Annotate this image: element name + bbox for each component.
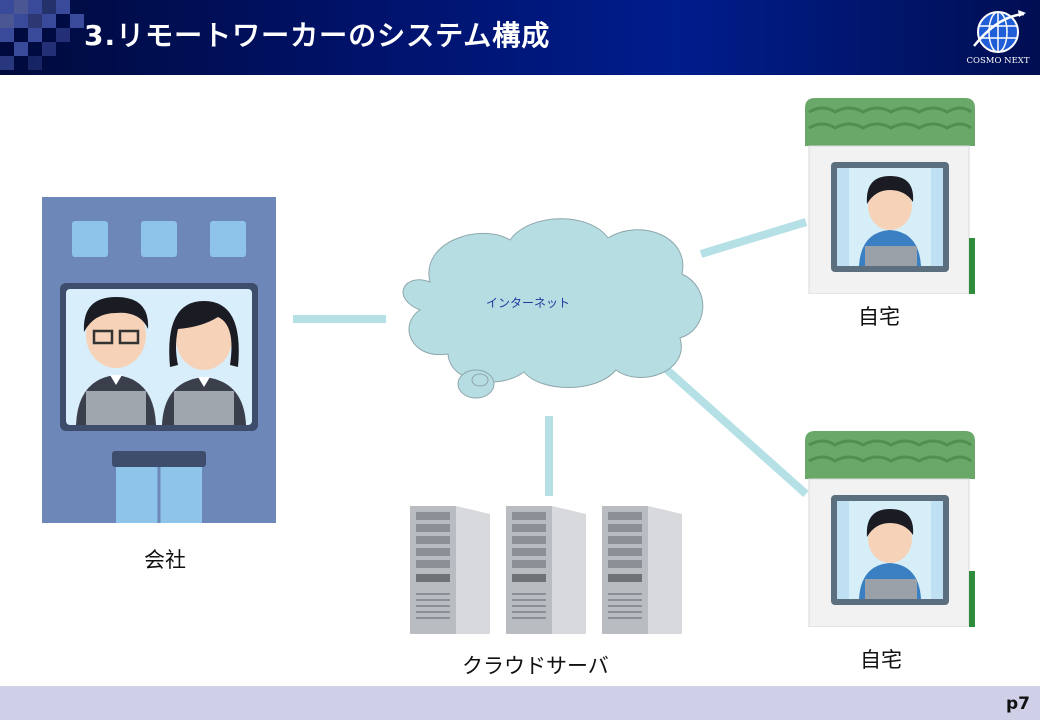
internet-label: インターネット — [486, 296, 571, 310]
home-bottom-label: 自宅 — [860, 648, 902, 672]
logo-text: COSMO NEXT — [966, 56, 1030, 66]
server-2 — [506, 506, 586, 634]
header-bar: 3.リモートワーカーのシステム構成 — [0, 0, 1040, 75]
server-3 — [602, 506, 682, 634]
server-rack-icons — [410, 506, 682, 634]
office-label: 会社 — [144, 548, 186, 572]
line-internet-home-top — [699, 218, 808, 258]
cloud-icon — [402, 218, 704, 399]
home-worker-icon-top — [805, 98, 975, 294]
office-building-icon — [42, 197, 276, 523]
globe-icon — [973, 10, 1026, 53]
page-number: p7 — [1006, 694, 1030, 714]
checker-pattern — [0, 0, 84, 70]
home-top-label: 自宅 — [858, 305, 900, 329]
logo: COSMO NEXT — [962, 6, 1034, 72]
page-title: 3.リモートワーカーのシステム構成 — [84, 19, 551, 52]
line-internet-home-bottom — [663, 366, 809, 497]
home-worker-icon-bottom — [805, 431, 975, 627]
cloud-server-label: クラウドサーバ — [462, 654, 609, 678]
footer-bar: p7 — [0, 686, 1040, 720]
